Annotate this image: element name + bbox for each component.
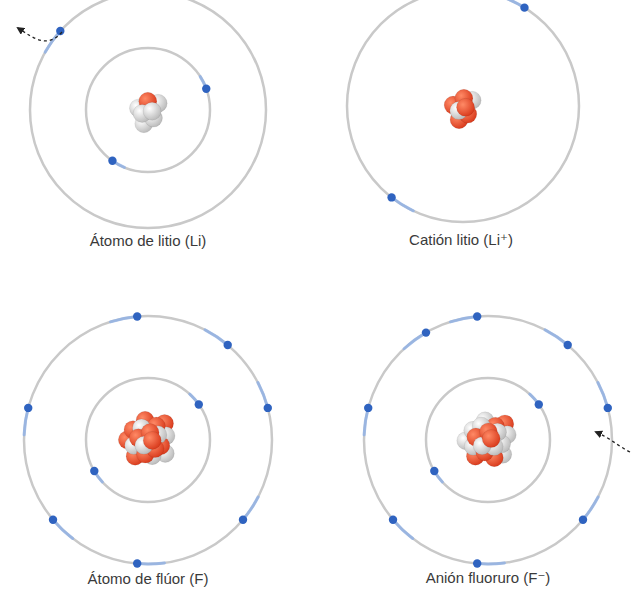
electron-shell xyxy=(24,316,272,564)
electron xyxy=(535,400,543,408)
electron xyxy=(430,467,438,475)
electron-shell xyxy=(86,48,210,172)
electron-gain-arrow xyxy=(596,432,630,452)
atom-caption: Anión fluoruro (F⁻) xyxy=(424,569,553,587)
electron xyxy=(195,400,203,408)
electron xyxy=(133,559,141,567)
electron-shell xyxy=(364,316,612,564)
electron-loss-arrow xyxy=(18,28,62,41)
electron xyxy=(108,157,116,165)
electron xyxy=(24,404,32,412)
electron xyxy=(473,312,481,320)
proton xyxy=(143,431,161,449)
atom-caption: Átomo de litio (Li) xyxy=(88,232,209,249)
neutron xyxy=(143,102,161,120)
electron xyxy=(604,404,612,412)
proton xyxy=(482,430,500,448)
electron xyxy=(387,193,395,201)
electron xyxy=(49,516,57,524)
electron xyxy=(364,404,372,412)
electron xyxy=(520,3,528,11)
electron xyxy=(90,467,98,475)
electron xyxy=(473,559,481,567)
proton xyxy=(457,98,475,116)
electron-shell xyxy=(426,378,550,502)
electron xyxy=(389,516,397,524)
electron-shell xyxy=(347,0,579,222)
electron xyxy=(133,312,141,320)
electron xyxy=(564,341,572,349)
atom-caption: Catión litio (Li⁺) xyxy=(407,231,515,249)
atom-caption: Átomo de flúor (F) xyxy=(86,570,211,587)
electron-shell xyxy=(86,378,210,502)
electron xyxy=(202,85,210,93)
electron xyxy=(224,341,232,349)
electron xyxy=(264,404,272,412)
electron xyxy=(239,516,247,524)
electron xyxy=(579,516,587,524)
electron-shell xyxy=(30,0,266,228)
electron xyxy=(422,328,430,336)
